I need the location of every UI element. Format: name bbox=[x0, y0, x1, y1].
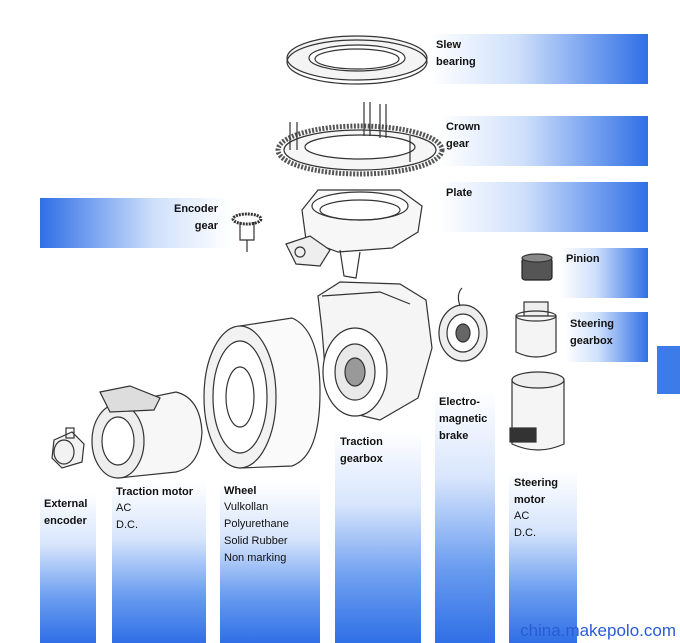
label-slew-bearing: Slew bearing bbox=[436, 39, 476, 68]
label-pinion: Pinion bbox=[566, 253, 600, 265]
band-slew-bearing bbox=[430, 34, 648, 84]
label-crown-gear: Crown gear bbox=[446, 121, 481, 150]
label-wheel: Wheel bbox=[224, 485, 257, 497]
label-traction-motor: Traction motor bbox=[116, 486, 194, 498]
band-traction-gearbox bbox=[335, 430, 421, 643]
label-steering-motor: Steering motor bbox=[514, 477, 559, 506]
band-electromagnetic-brake bbox=[435, 390, 495, 643]
label-plate: Plate bbox=[446, 187, 473, 199]
label-external-encoder: External encoder bbox=[44, 498, 88, 527]
wheel-types: Vulkollan Polyurethane Solid Rubber Non … bbox=[224, 501, 289, 564]
crown-gear-part bbox=[275, 102, 445, 177]
band-encoder-gear bbox=[40, 198, 230, 248]
steering-gearbox-part bbox=[515, 301, 557, 358]
traction-motor-types: AC D.C. bbox=[116, 502, 138, 531]
band-crown-gear bbox=[440, 116, 648, 166]
watermark-text: china.makepolo.com bbox=[520, 621, 676, 640]
plate-part bbox=[285, 189, 423, 279]
label-electromagnetic-brake: Electro- magnetic brake bbox=[439, 396, 488, 442]
band-steering-motor bbox=[509, 470, 577, 643]
steering-motor-types: AC D.C. bbox=[514, 510, 536, 539]
side-tab bbox=[657, 346, 680, 394]
label-encoder-gear: Encoder gear bbox=[173, 203, 218, 232]
band-plate bbox=[440, 182, 648, 232]
steering-motor-part bbox=[509, 371, 565, 451]
traction-motor-part bbox=[91, 385, 203, 479]
band-external-encoder bbox=[40, 492, 96, 643]
external-encoder-part bbox=[51, 427, 85, 469]
label-steering-gearbox: Steering gearbox bbox=[570, 318, 615, 347]
encoder-gear-part bbox=[231, 212, 263, 252]
traction-gearbox-part bbox=[317, 281, 433, 421]
slew-bearing-part bbox=[286, 35, 428, 85]
band-steering-gearbox bbox=[565, 312, 648, 362]
band-traction-motor bbox=[112, 482, 206, 643]
pinion-part bbox=[521, 253, 553, 281]
electromagnetic-brake-part bbox=[438, 287, 488, 362]
band-wheel bbox=[220, 482, 320, 643]
band-pinion bbox=[560, 248, 648, 298]
label-traction-gearbox: Traction gearbox bbox=[340, 436, 383, 465]
wheel-part bbox=[203, 317, 321, 469]
